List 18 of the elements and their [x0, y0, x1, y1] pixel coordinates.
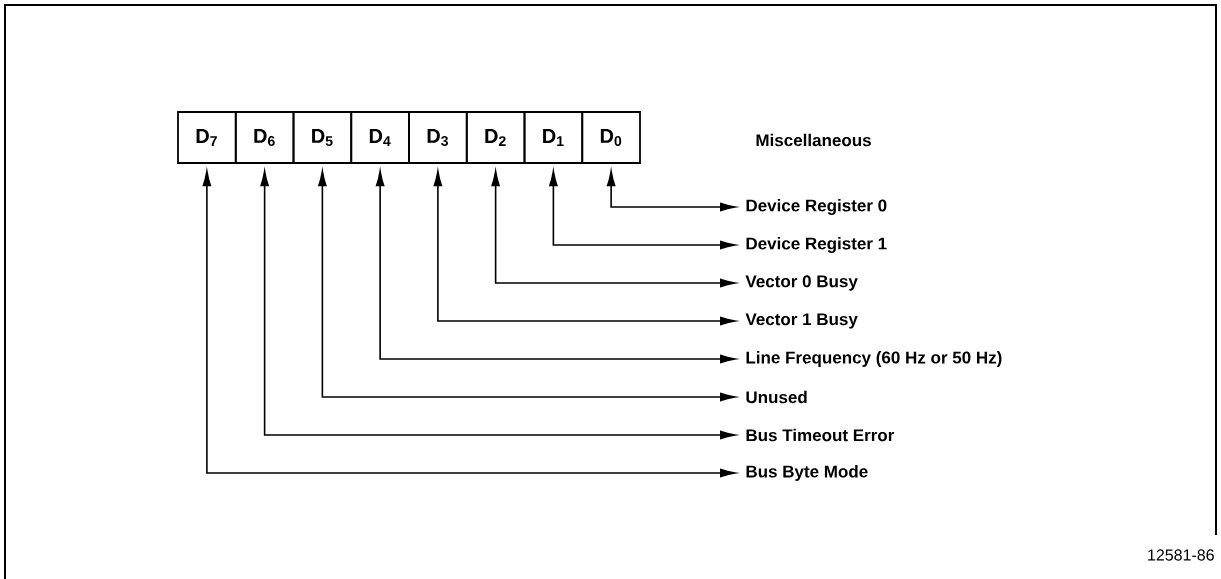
bit-description: Bus Timeout Error: [746, 428, 895, 442]
bit-description: Vector 1 Busy: [745, 313, 858, 329]
bit-cell: D$_{6}$: [234, 111, 295, 164]
bit-description: Unused: [746, 390, 807, 404]
bit-cell: D$_{7}$: [177, 111, 237, 164]
figure-number: 12581-86: [1148, 549, 1214, 561]
bit-description: Vector 0 Busy: [745, 275, 858, 291]
bit-description: Bus Byte Mode: [746, 465, 868, 481]
bit-description: Device Register 0: [746, 199, 887, 215]
bit-cell: D$_{4}$: [350, 111, 410, 164]
bit-cell: D$_{2}$: [465, 111, 526, 164]
bit-description: Device Register 1: [746, 237, 887, 253]
bit-description: Line Frequency (60 Hz or 50 Hz): [746, 351, 1002, 367]
section-title: Miscellaneous: [756, 133, 871, 147]
bit-cell: D$_{0}$: [581, 111, 641, 164]
bit-cell: D$_{3}$: [408, 111, 468, 164]
bit-cell: D$_{1}$: [523, 111, 584, 164]
bit-cell: D$_{5}$: [292, 111, 353, 164]
